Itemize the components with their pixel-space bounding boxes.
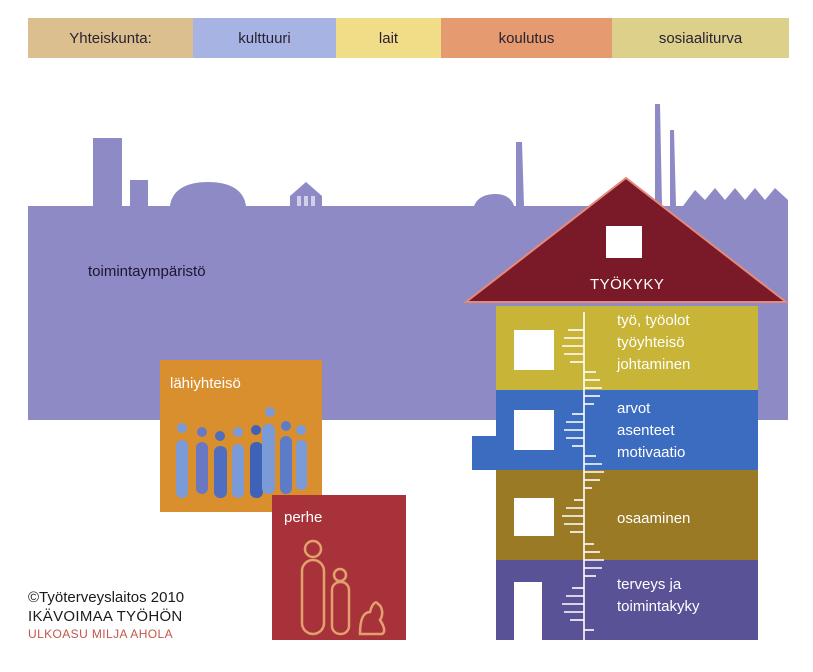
community-box	[160, 360, 322, 512]
credits-copyright: ©Työterveyslaitos 2010	[28, 589, 185, 606]
floor-line: asenteet	[617, 422, 675, 439]
floor-line: työyhteisö	[617, 334, 685, 351]
credits-title: IKÄVOIMAA TYÖHÖN	[28, 608, 183, 625]
family-label: perhe	[284, 509, 323, 526]
environment-label: toimintaympäristö	[88, 263, 206, 280]
floor-line: työ, työolot	[617, 312, 690, 329]
family-box	[272, 495, 406, 640]
band-label: kulttuuri	[238, 29, 291, 47]
band-koulutus: koulutus	[441, 18, 612, 58]
roof-window	[606, 226, 642, 258]
floor-line: osaaminen	[617, 510, 691, 527]
band-label: Yhteiskunta:	[69, 29, 152, 47]
community-label: lähiyhteisö	[170, 375, 241, 392]
band-sosiaaliturva: sosiaaliturva	[612, 18, 789, 58]
window	[514, 330, 554, 370]
band-label: lait	[378, 29, 399, 47]
floor-line: johtaminen	[617, 356, 691, 373]
community-people	[176, 407, 307, 498]
wave-spine	[562, 312, 604, 640]
house	[463, 176, 789, 640]
floor-third-text: osaaminen	[617, 508, 690, 530]
floor-line: motivaatio	[617, 444, 686, 461]
door	[514, 582, 542, 640]
floor-line: arvot	[617, 400, 651, 417]
society-band: Yhteiskunta: kulttuuri lait koulutus sos…	[28, 18, 789, 58]
roof-label: TYÖKYKY	[590, 276, 665, 293]
band-yhteiskunta: Yhteiskunta:	[28, 18, 193, 58]
window	[514, 410, 554, 450]
credits: ©Työterveyslaitos 2010 IKÄVOIMAA TYÖHÖN …	[28, 589, 184, 641]
floor-line: toimintakyky	[617, 598, 700, 615]
band-label: koulutus	[498, 29, 555, 47]
family-people	[300, 539, 386, 636]
floor-second-text: arvot asenteet motivaatio	[617, 398, 685, 464]
band-label: sosiaaliturva	[658, 29, 743, 47]
window	[514, 498, 554, 536]
band-lait: lait	[336, 18, 441, 58]
floor-top-text: työ, työolot työyhteisö johtaminen	[617, 310, 690, 376]
floor-line: terveys ja	[617, 576, 682, 593]
floor-ground-text: terveys ja toimintakyky	[617, 574, 700, 618]
credits-layout: ULKOASU MILJA AHOLA	[28, 627, 173, 641]
band-kulttuuri: kulttuuri	[193, 18, 336, 58]
